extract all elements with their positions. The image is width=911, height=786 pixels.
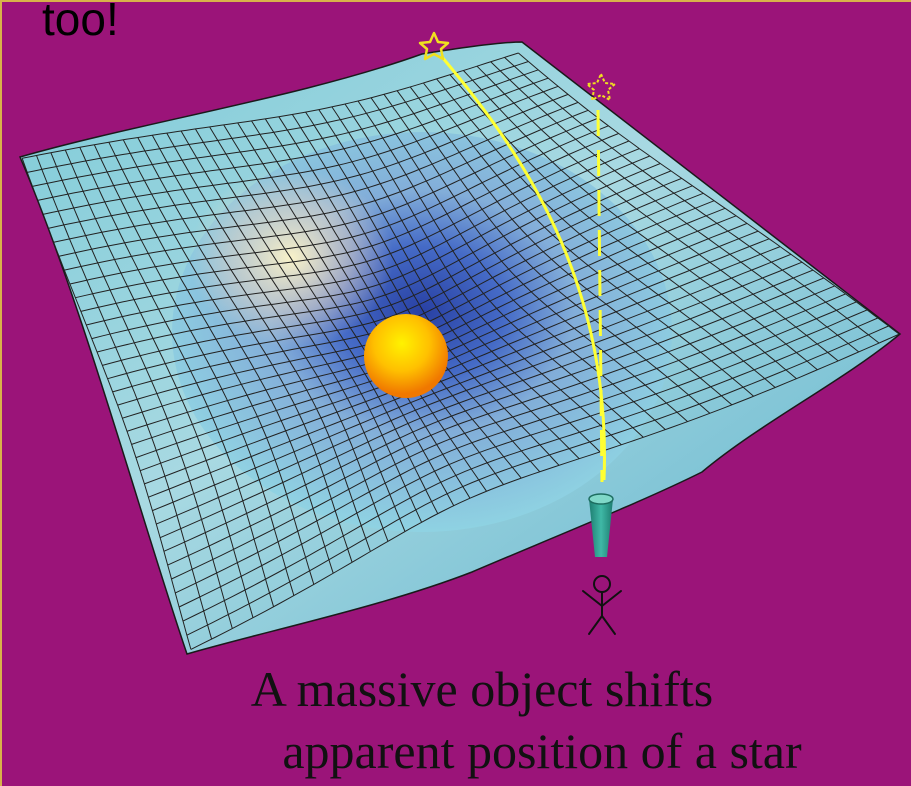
telescope-icon xyxy=(588,493,614,557)
grid-line xyxy=(167,285,835,566)
massive-object xyxy=(364,314,448,398)
actual-light-path xyxy=(440,56,606,481)
grid-line xyxy=(490,61,860,353)
caption-line-2: apparent position of a star xyxy=(282,723,802,779)
grid-line xyxy=(186,325,889,636)
apparent-light-path xyxy=(596,109,604,483)
grid-line xyxy=(463,70,818,371)
grid-lines xyxy=(21,52,900,650)
grid-line xyxy=(476,65,839,362)
grid-line xyxy=(518,52,900,335)
observer-icon xyxy=(582,575,622,635)
grid-line xyxy=(182,317,878,622)
caption-line-1: A massive object shifts xyxy=(250,661,714,717)
grid-line xyxy=(178,309,868,608)
grid-line xyxy=(190,333,900,650)
grid-line xyxy=(175,301,857,594)
top-text: too! xyxy=(42,0,119,45)
real-star-icon xyxy=(418,31,450,61)
grid-line xyxy=(171,293,846,580)
apparent-star-icon xyxy=(586,73,616,101)
grid-line xyxy=(504,57,880,344)
